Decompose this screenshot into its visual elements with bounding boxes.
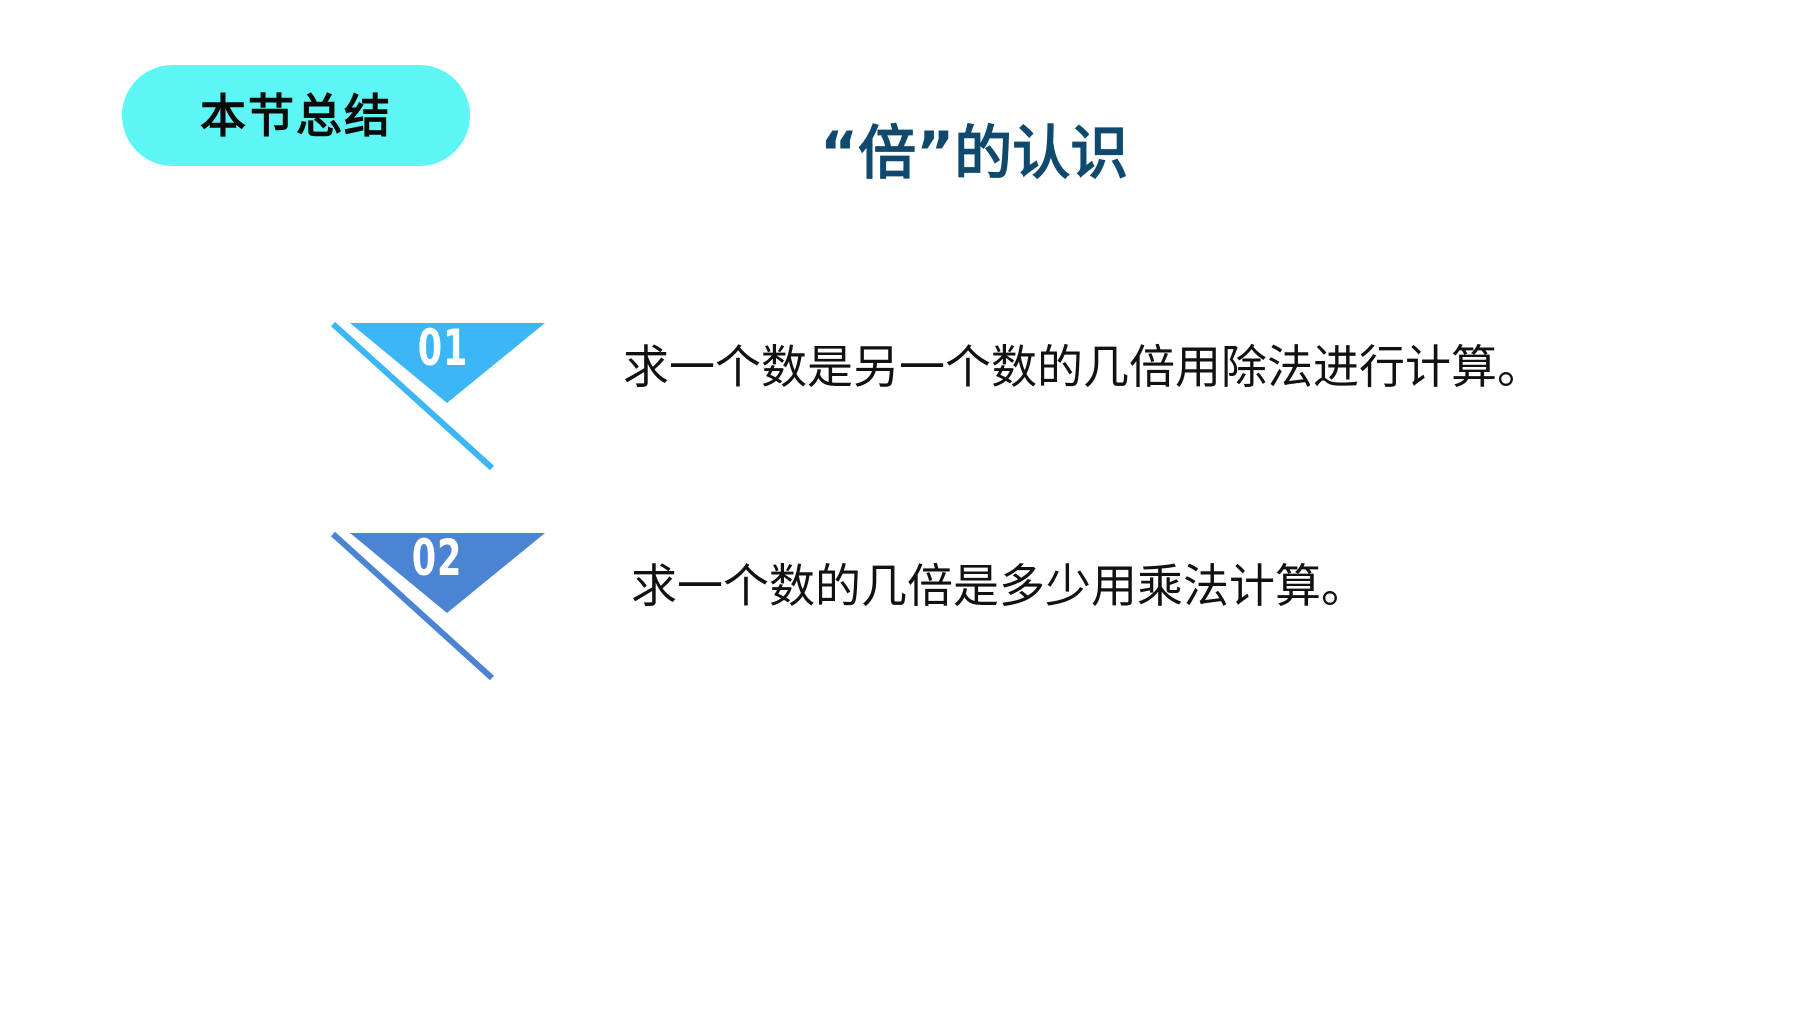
section-label-pill: 本节总结 xyxy=(122,65,470,166)
slide-title: “倍”的认识 xyxy=(820,119,1129,187)
item-2-marker: 02 xyxy=(330,528,560,681)
item-2-text: 求一个数的几倍是多少用乘法计算。 xyxy=(631,559,1367,613)
item-1-number: 01 xyxy=(417,319,469,377)
item-1-marker: 01 xyxy=(330,318,560,471)
section-label-text: 本节总结 xyxy=(200,88,392,143)
item-1-marker-shape xyxy=(330,321,545,471)
item-1-text: 求一个数是另一个数的几倍用除法进行计算。 xyxy=(623,340,1543,394)
item-2-number: 02 xyxy=(411,529,463,587)
item-2-marker-shape xyxy=(330,531,545,681)
